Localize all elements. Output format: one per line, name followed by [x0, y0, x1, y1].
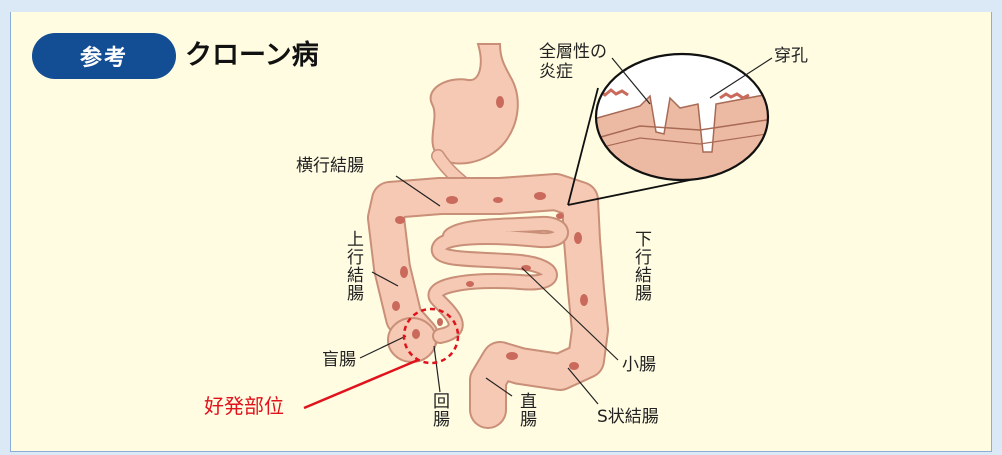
label-perforation: 穿孔: [774, 46, 808, 66]
label-transverse-colon: 横行結腸: [296, 156, 364, 176]
label-sigmoid-colon: S状結腸: [597, 407, 659, 427]
label-rectum: 直腸: [517, 392, 535, 428]
label-ascending-colon: 上行結腸: [344, 230, 362, 302]
label-descending-colon: 下行結腸: [632, 230, 650, 302]
label-predilection-site: 好発部位: [204, 396, 284, 416]
label-transmural-inflammation: 全層性の 炎症: [539, 42, 607, 82]
label-small-intestine: 小腸: [622, 355, 656, 375]
label-cecum: 盲腸: [322, 350, 356, 370]
esophagus-stomach: [431, 44, 518, 164]
label-ileum: 回腸: [430, 392, 448, 428]
